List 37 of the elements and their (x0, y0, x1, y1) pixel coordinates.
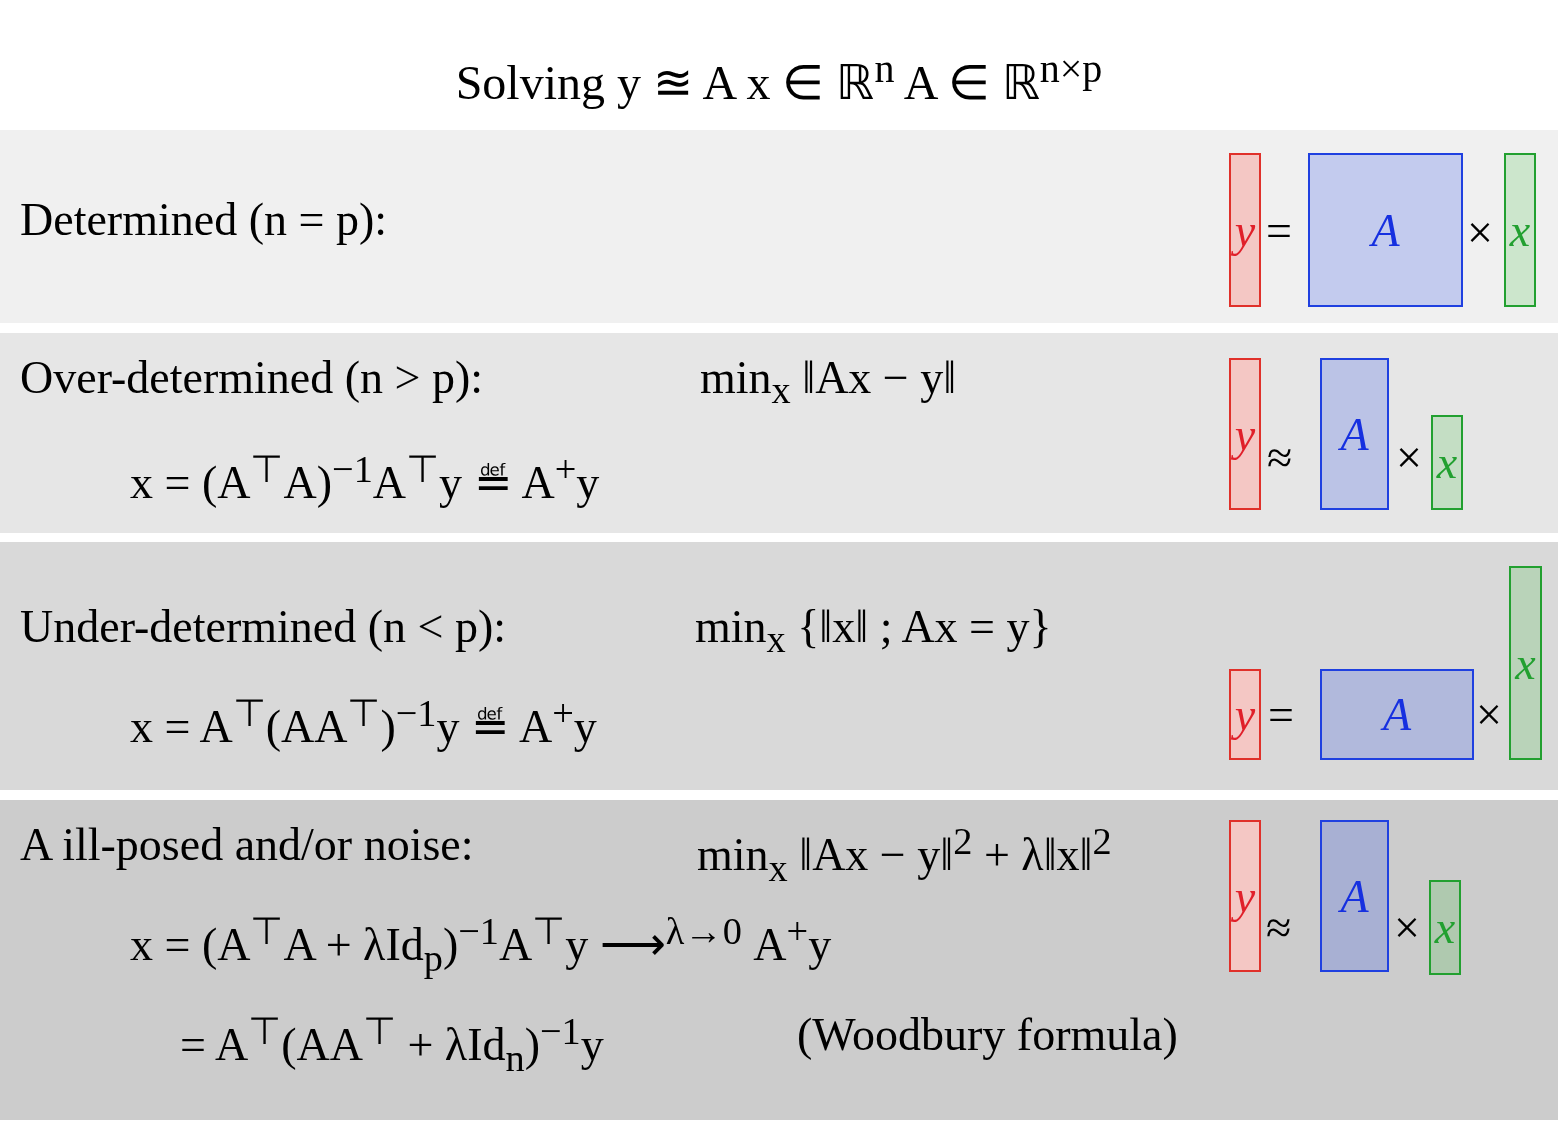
operator-symbol: = (1266, 208, 1292, 254)
operator-symbol: × (1467, 210, 1493, 256)
vector-box: x (1504, 153, 1536, 307)
formula-text: x = A$^{⊤}$(AA$^{⊤}$)$^{−1}$y ≝ A$^{+}$y (130, 692, 597, 753)
vector-box: y (1229, 153, 1261, 307)
band-panel (0, 333, 1558, 533)
vector-box: y (1229, 820, 1261, 972)
operator-symbol: × (1394, 905, 1420, 951)
vector-box: y (1229, 358, 1261, 510)
formula-text: x = (A$^{⊤}$A)$^{−1}$A$^{⊤}$y ≝ A$^{+}$y (130, 448, 600, 509)
band-panel (0, 130, 1558, 323)
band-panel (0, 542, 1558, 790)
operator-symbol: × (1396, 435, 1422, 481)
operator-symbol: = (1268, 692, 1294, 738)
matrix-box: A (1320, 820, 1389, 972)
band-panel (0, 800, 1558, 1120)
operator-symbol: ≈ (1266, 905, 1292, 951)
heading-text: Under-determined (n < p): (20, 602, 507, 653)
formula-text: min$_{x}$ ‖Ax − y‖ (700, 353, 957, 412)
matrix-box: A (1308, 153, 1463, 307)
matrix-box: A (1320, 669, 1474, 760)
heading-text: Determined (n = p): (20, 195, 387, 246)
formula-text: x = (A$^{⊤}$A + λId$_{p}$)$^{−1}$A$^{⊤}$y ⟶$^{λ→0}$ A$^{+}$y (130, 910, 832, 979)
formula-text: min$_{x}$ {‖x‖ ; Ax = y} (695, 602, 1052, 661)
heading-text: Over-determined (n > p): (20, 353, 484, 404)
formula-text: (Woodbury formula) (797, 1010, 1178, 1061)
heading-text: A ill-posed and/or noise: (20, 820, 474, 871)
operator-symbol: ≈ (1267, 435, 1293, 481)
formula-text: = A$^{⊤}$(AA$^{⊤}$ + λId$_{n}$)$^{−1}$y (180, 1010, 604, 1079)
formula-text: min$_{x}$ ‖Ax − y‖$^{2}$ + λ‖x‖$^{2}$ (697, 820, 1112, 889)
vector-box: x (1431, 415, 1463, 510)
vector-box: x (1509, 566, 1542, 760)
operator-symbol: × (1476, 692, 1502, 738)
vector-box: y (1229, 669, 1261, 760)
vector-box: x (1429, 880, 1461, 975)
title-text: Solving y ≊ A x ∈ ℝ$^{n}$ A ∈ ℝ$^{n×p}$ (454, 45, 1104, 110)
matrix-box: A (1320, 358, 1389, 510)
